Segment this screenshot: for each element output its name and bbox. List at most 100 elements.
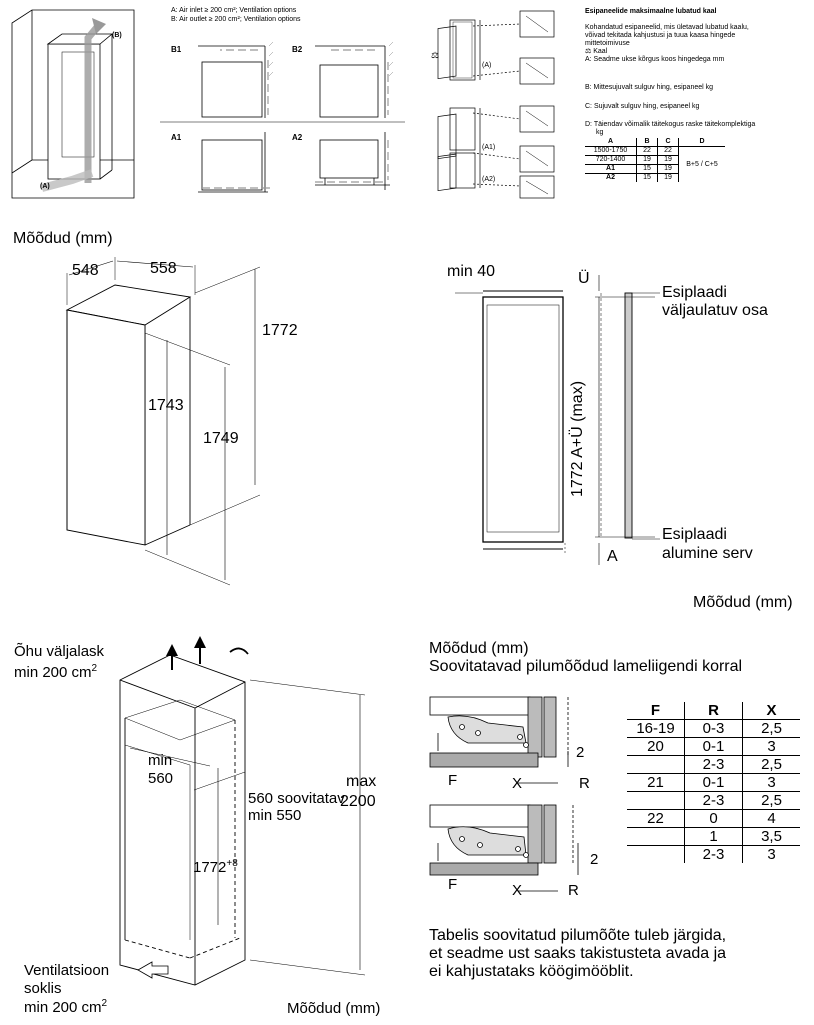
weights-cell: 19 bbox=[636, 155, 658, 165]
weights-cell: 720-1400 bbox=[595, 156, 626, 163]
dims-title: Mõõdud (mm) bbox=[13, 230, 113, 247]
gap-row: 16-19 0-3 2,5 bbox=[627, 719, 800, 738]
niche-drawing bbox=[119, 636, 366, 986]
gap-cell: 16-19 bbox=[636, 720, 675, 737]
weights-header-d: D bbox=[678, 138, 725, 147]
svg-text:⚖: ⚖ bbox=[431, 51, 439, 61]
weights-header-c: C bbox=[657, 138, 679, 147]
weights-note-d2: kg bbox=[596, 129, 604, 136]
vent-options-drawing bbox=[160, 41, 405, 193]
side-a: A bbox=[607, 548, 618, 565]
gap-header-r: R bbox=[684, 702, 743, 720]
weights-row: A2 15 19 bbox=[585, 173, 725, 182]
gap-top-r: R bbox=[579, 775, 590, 792]
gap-bottom-2: 2 bbox=[590, 851, 599, 868]
weights-cell: A2 bbox=[606, 174, 615, 181]
niche-ohu-1: Õhu väljalask bbox=[14, 643, 105, 660]
weights-cell-d: B+5 / C+5 bbox=[678, 146, 725, 182]
weights-intro-1: Kohandatud esipaneelid, mis ületavad lub… bbox=[585, 24, 749, 31]
gap-cell: 2,5 bbox=[742, 791, 800, 810]
gap-cell: 0-1 bbox=[684, 773, 743, 792]
gap-row: 22 0 4 bbox=[627, 809, 800, 828]
gap-cell: 0 bbox=[684, 809, 743, 828]
hinge-gap-drawing-bottom bbox=[429, 804, 579, 892]
weights-header-b: B bbox=[636, 138, 658, 147]
gap-cell: 3 bbox=[742, 737, 800, 756]
gap-title-2: Soovitatavad pilumõõdud lameliigendi kor… bbox=[429, 658, 743, 675]
gap-bottom-x: X bbox=[512, 882, 523, 899]
gap-top-2: 2 bbox=[576, 744, 585, 761]
niche-soovitatav: 560 soovitatav bbox=[248, 790, 345, 807]
weights-note-b: B: Mittesujuvalt sulguv hing, esipaneel … bbox=[585, 84, 714, 91]
gap-title-1: Mõõdud (mm) bbox=[429, 640, 529, 657]
side-u: Ü bbox=[578, 270, 590, 287]
side-esiplaadi-bottom: Esiplaadi bbox=[662, 526, 727, 543]
weights-row: 1500-1750 22 22 B+5 / C+5 bbox=[585, 146, 725, 182]
gap-cell: 0-1 bbox=[684, 737, 743, 756]
gap-cell: 2-3 bbox=[684, 845, 743, 863]
gap-note-1: Tabelis soovitatud pilumõõte tuleb järgi… bbox=[429, 927, 727, 944]
gap-row: 2-3 3 bbox=[627, 845, 800, 864]
vent-label-a: (A) bbox=[40, 183, 50, 190]
weights-cell: 19 bbox=[657, 155, 679, 165]
side-alumine: alumine serv bbox=[662, 545, 753, 562]
side-vertical-dim: 1772 A+Ü (max) bbox=[569, 380, 587, 498]
niche-ohu-2-text: min 200 cm bbox=[14, 664, 92, 681]
panel-label-b1: B1 bbox=[171, 45, 182, 54]
gap-top-x: X bbox=[512, 775, 523, 792]
weight-icon: ⚖ bbox=[585, 48, 592, 55]
gap-bottom-f: F bbox=[448, 876, 458, 893]
niche-ohu-2: min 200 cm2 bbox=[14, 663, 97, 681]
niche-1772: 1772+8 bbox=[193, 858, 238, 876]
gap-cell: 21 bbox=[647, 774, 664, 791]
niche-vent-3-text: min 200 cm bbox=[24, 999, 102, 1016]
weights-cell: 1500-1750 bbox=[593, 147, 628, 154]
gap-note-2: et seadme ust saaks takistusteta avada j… bbox=[429, 945, 727, 962]
weights-intro-2: võivad tekitada kahjustusi ja tuua kaasa… bbox=[585, 32, 736, 39]
panel-label-b2: B2 bbox=[292, 45, 303, 54]
gap-cell: 22 bbox=[647, 810, 664, 827]
gap-cell: 2-3 bbox=[684, 791, 743, 810]
gap-cell bbox=[627, 756, 685, 774]
weights-cell: 22 bbox=[636, 146, 658, 156]
weights-cell: A1 bbox=[606, 165, 615, 172]
dim-1749: 1749 bbox=[203, 430, 239, 447]
hinge-gap-drawing-top bbox=[429, 696, 569, 784]
gap-top-f: F bbox=[448, 772, 458, 789]
side-esiplaadi-top: Esiplaadi bbox=[662, 284, 727, 301]
gap-row: 2-3 2,5 bbox=[627, 755, 800, 774]
weights-cell: 15 bbox=[636, 164, 658, 174]
weights-note-d1: D: Täiendav võimalik täitekogus raske tä… bbox=[585, 121, 756, 128]
gap-cell bbox=[627, 846, 685, 864]
weight-icon-label: Kaal bbox=[593, 48, 608, 55]
niche-vent-sup: 2 bbox=[101, 998, 108, 1009]
niche-1772-text: 1772 bbox=[193, 859, 227, 876]
weights-row: A1 15 19 bbox=[585, 164, 725, 174]
panel-label-a1: A1 bbox=[171, 133, 182, 142]
gap-cell: 2-3 bbox=[684, 755, 743, 774]
gap-cell bbox=[627, 828, 685, 846]
gap-row: 2-3 2,5 bbox=[627, 791, 800, 810]
niche-560: 560 bbox=[148, 770, 174, 787]
vent-title-a: A: Air inlet ≥ 200 cm²; Ventilation opti… bbox=[171, 7, 297, 14]
gap-cell bbox=[627, 792, 685, 810]
niche-min: min bbox=[148, 752, 173, 769]
gap-cell: 0-3 bbox=[684, 719, 743, 738]
side-view-drawing bbox=[455, 275, 660, 565]
weights-note-c: C: Sujuvalt sulguv hing, esipaneel kg bbox=[585, 103, 700, 110]
dim-1743: 1743 bbox=[148, 397, 184, 414]
gap-cell: 1 bbox=[684, 827, 743, 846]
niche-ohu-sup: 2 bbox=[91, 663, 98, 674]
weights-note-a: A: Seadme ukse kõrgus koos hingedega mm bbox=[585, 56, 725, 63]
niche-vent-1: Ventilatsioon bbox=[24, 962, 110, 979]
gap-row: 1 3,5 bbox=[627, 827, 800, 846]
gap-cell: 3 bbox=[742, 845, 800, 863]
hinge-label-a2: (A2) bbox=[482, 176, 496, 183]
door-hinge-diagram: ⚖ bbox=[431, 10, 555, 199]
weights-heading: Esipaneelide maksimaalne lubatud kaal bbox=[585, 8, 717, 15]
weights-row: 720-1400 19 19 bbox=[585, 155, 725, 165]
weights-cell: 22 bbox=[657, 146, 679, 156]
gap-header-x: X bbox=[742, 702, 800, 720]
dim-548: 548 bbox=[72, 262, 99, 279]
niche-vent-2: soklis bbox=[24, 980, 62, 997]
